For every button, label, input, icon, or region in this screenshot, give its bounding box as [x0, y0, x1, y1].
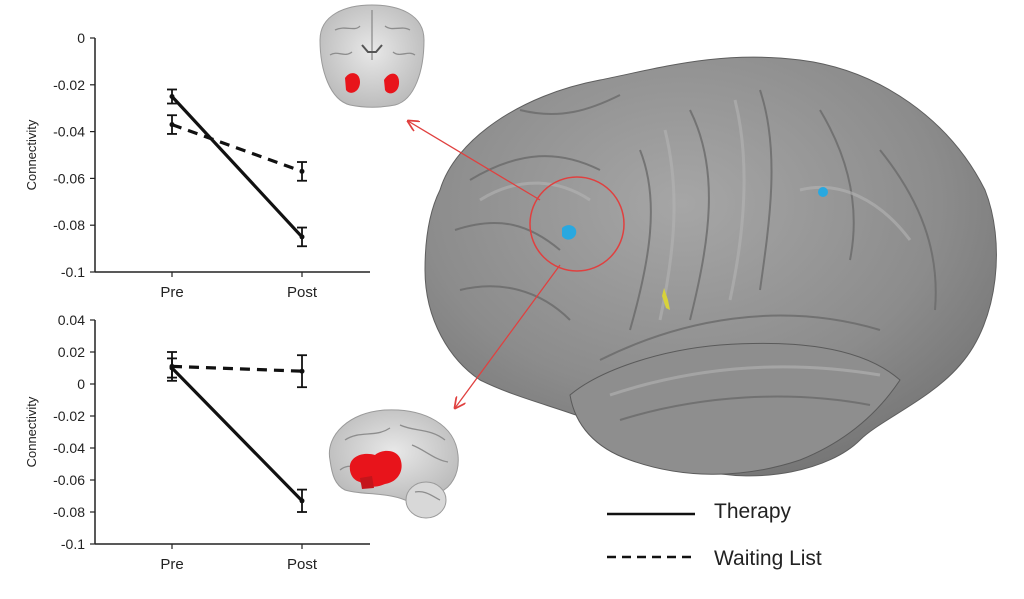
series-line-therapy: [170, 366, 304, 502]
data-point: [299, 498, 305, 504]
y-tick-label: -0.08: [53, 504, 85, 520]
x-tick-label: Post: [287, 284, 318, 301]
y-axis-label: Connectivity: [24, 396, 39, 467]
series-line-waiting-list: [171, 364, 303, 373]
y-tick-label: -0.08: [53, 217, 85, 233]
x-tick-label: Post: [287, 556, 318, 573]
legend-therapy-label: Therapy: [714, 500, 792, 523]
y-tick-label: 0: [77, 376, 85, 392]
y-tick-label: -0.06: [53, 472, 85, 488]
y-tick-label: -0.02: [53, 408, 85, 424]
data-point: [169, 122, 175, 128]
y-tick-label: 0: [77, 30, 85, 46]
sagittal-slice-image: [328, 409, 459, 519]
y-tick-label: -0.02: [53, 77, 85, 93]
series-line-waiting-list: [171, 123, 303, 173]
arrow-to-coronal: [408, 121, 541, 201]
y-tick-label: 0.04: [58, 312, 85, 328]
brain-surface-image: [424, 56, 997, 477]
data-point: [299, 368, 305, 374]
arrow-to-sagittal: [455, 264, 561, 408]
y-tick-label: -0.1: [61, 536, 85, 552]
data-point: [299, 234, 305, 240]
legend: Therapy Waiting List: [607, 500, 822, 570]
y-tick-label: 0.02: [58, 344, 85, 360]
coronal-slice-image: [319, 4, 425, 108]
highlight-circle: [529, 176, 625, 272]
y-tick-label: -0.1: [61, 264, 85, 280]
data-point: [169, 94, 175, 99]
legend-waiting-list-label: Waiting List: [714, 547, 822, 570]
y-tick-label: -0.06: [53, 170, 85, 186]
y-tick-label: -0.04: [53, 440, 85, 456]
data-point: [169, 363, 175, 369]
x-tick-label: Pre: [160, 556, 183, 573]
series-line-therapy: [170, 95, 304, 238]
y-axis-label: Connectivity: [24, 119, 39, 190]
data-point: [299, 168, 305, 174]
y-tick-label: -0.04: [53, 124, 85, 140]
x-tick-label: Pre: [160, 284, 183, 301]
